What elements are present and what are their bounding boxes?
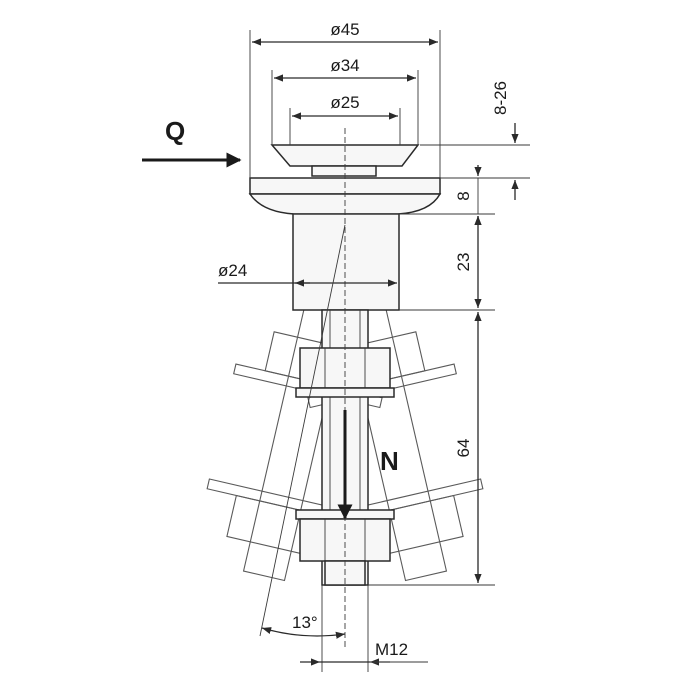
- label-thread: M12: [375, 640, 408, 659]
- label-d24: ø24: [218, 261, 247, 280]
- label-neck: 23: [454, 253, 473, 272]
- label-plate: 8: [454, 191, 473, 200]
- label-d45: ø45: [330, 20, 359, 39]
- label-angle: 13°: [292, 613, 318, 632]
- angle-arc: [261, 627, 346, 639]
- label-d34: ø34: [330, 56, 359, 75]
- top-cap: [311, 165, 377, 177]
- label-range: 8-26: [491, 81, 510, 115]
- label-force-n: N: [380, 446, 399, 476]
- label-stud: 64: [454, 439, 473, 458]
- label-d25: ø25: [330, 93, 359, 112]
- neck-cylinder: [292, 213, 400, 311]
- label-force-q: Q: [165, 116, 185, 146]
